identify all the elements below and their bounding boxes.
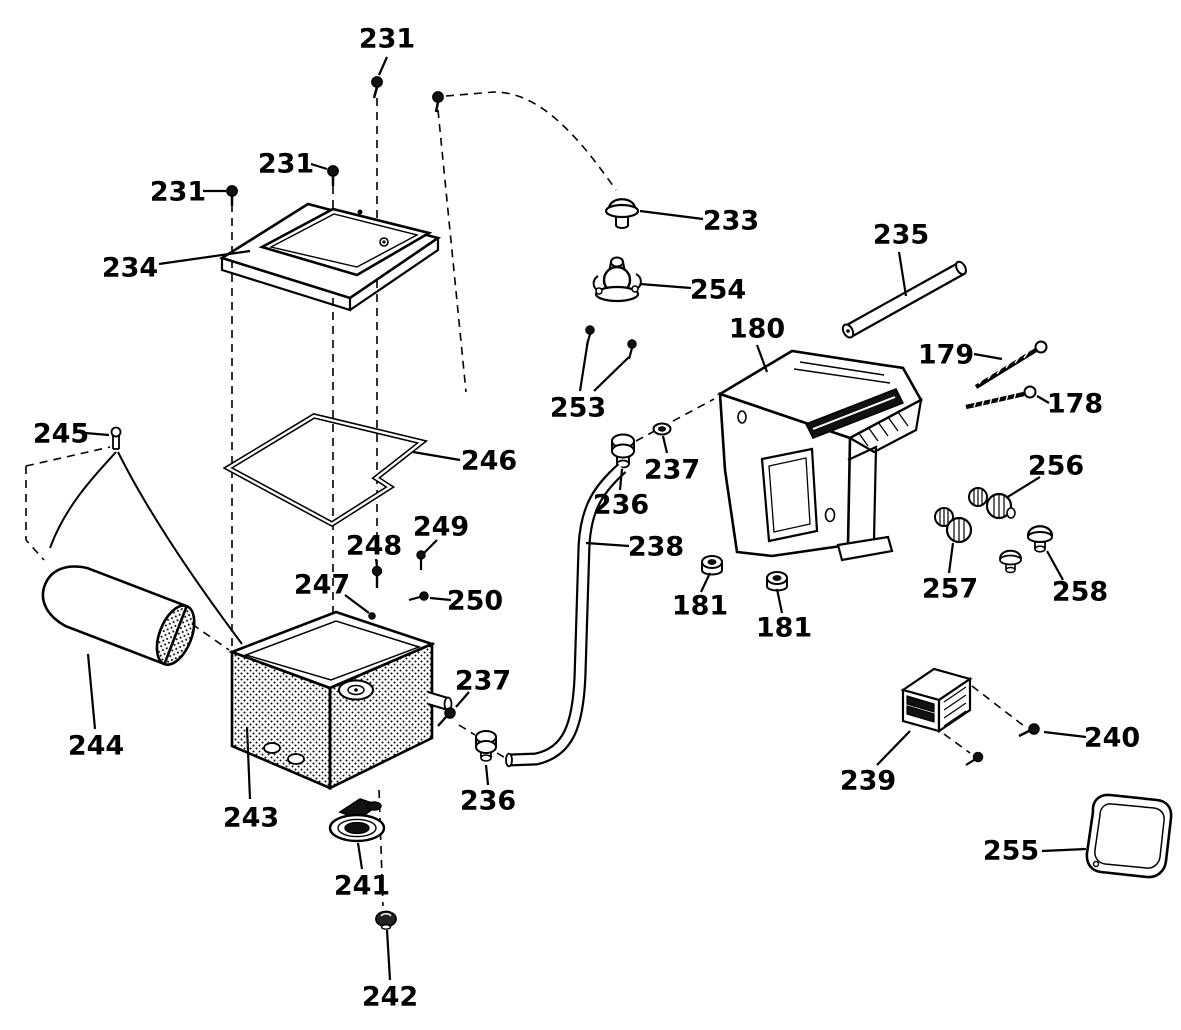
- part-label-237-lower: 237: [454, 665, 512, 697]
- screw-179: [974, 340, 1048, 389]
- breather-wires: [49, 451, 243, 645]
- part-label-241: 241: [333, 870, 391, 902]
- part-label-231-mid: 231: [257, 148, 315, 180]
- breather-245: [110, 426, 122, 450]
- part-label-248: 248: [345, 530, 403, 562]
- cover-plate-234: [218, 202, 442, 312]
- screws-247-250: [368, 550, 429, 620]
- canister-244: [41, 565, 196, 666]
- screw-231-icon: [226, 185, 238, 206]
- pins-253: [585, 325, 637, 360]
- part-label-253: 253: [549, 392, 607, 424]
- fitting-236-upper: [611, 433, 635, 469]
- part-label-235: 235: [872, 219, 930, 251]
- part-label-255: 255: [982, 835, 1040, 867]
- tube-235: [841, 260, 967, 339]
- part-label-242: 242: [361, 981, 419, 1013]
- part-label-250: 250: [446, 585, 504, 617]
- part-label-239: 239: [839, 765, 897, 797]
- part-label-245: 245: [32, 418, 90, 450]
- hose-238: [505, 463, 627, 768]
- part-label-237-upper: 237: [643, 454, 701, 486]
- part-label-258: 258: [1051, 576, 1109, 608]
- part-label-244: 244: [67, 730, 125, 762]
- part-label-243: 243: [222, 802, 280, 834]
- knobs-256: [968, 487, 1016, 520]
- nut-242: [375, 910, 397, 930]
- part-label-254: 254: [689, 274, 747, 306]
- cover-255: [1085, 793, 1173, 879]
- part-label-257: 257: [921, 573, 979, 605]
- leader-lines: [84, 56, 1087, 981]
- bracket-239: [900, 667, 973, 734]
- part-label-179: 179: [917, 339, 975, 371]
- nuts-181: [701, 555, 788, 592]
- part-label-236-lower: 236: [459, 785, 517, 817]
- screws-231: [226, 76, 444, 206]
- grommet-233: [604, 198, 640, 229]
- part-label-181-right: 181: [755, 612, 813, 644]
- part-label-231-top: 231: [358, 23, 416, 55]
- part-label-178: 178: [1046, 388, 1104, 420]
- gasket-246: [222, 413, 429, 528]
- valve-254: [592, 256, 642, 303]
- tank-243: [228, 610, 453, 791]
- part-label-246: 246: [460, 445, 518, 477]
- screw-237-lower: [437, 707, 456, 727]
- part-label-256: 256: [1027, 450, 1085, 482]
- part-label-238: 238: [627, 531, 685, 563]
- part-label-247: 247: [293, 569, 351, 601]
- part-label-231-left: 231: [149, 176, 207, 208]
- part-label-234: 234: [101, 252, 159, 284]
- fitting-236-lower: [475, 730, 497, 762]
- screw-231-icon: [327, 165, 339, 186]
- part-label-240: 240: [1083, 722, 1141, 754]
- grommet-241: [328, 798, 386, 843]
- plugs-258: [999, 525, 1054, 574]
- screw-231-icon: [371, 76, 383, 99]
- nut-237-upper: [652, 422, 672, 436]
- part-label-233: 233: [702, 205, 760, 237]
- housing-180: [716, 349, 923, 562]
- part-label-180: 180: [728, 313, 786, 345]
- part-label-181-left: 181: [671, 590, 729, 622]
- screw-239-small: [965, 751, 984, 766]
- screw-231-icon: [432, 91, 444, 113]
- part-label-249: 249: [412, 511, 470, 543]
- screw-240: [1018, 723, 1040, 738]
- knobs-257: [934, 507, 973, 544]
- screw-178: [965, 385, 1037, 410]
- part-label-236-upper: 236: [592, 489, 650, 521]
